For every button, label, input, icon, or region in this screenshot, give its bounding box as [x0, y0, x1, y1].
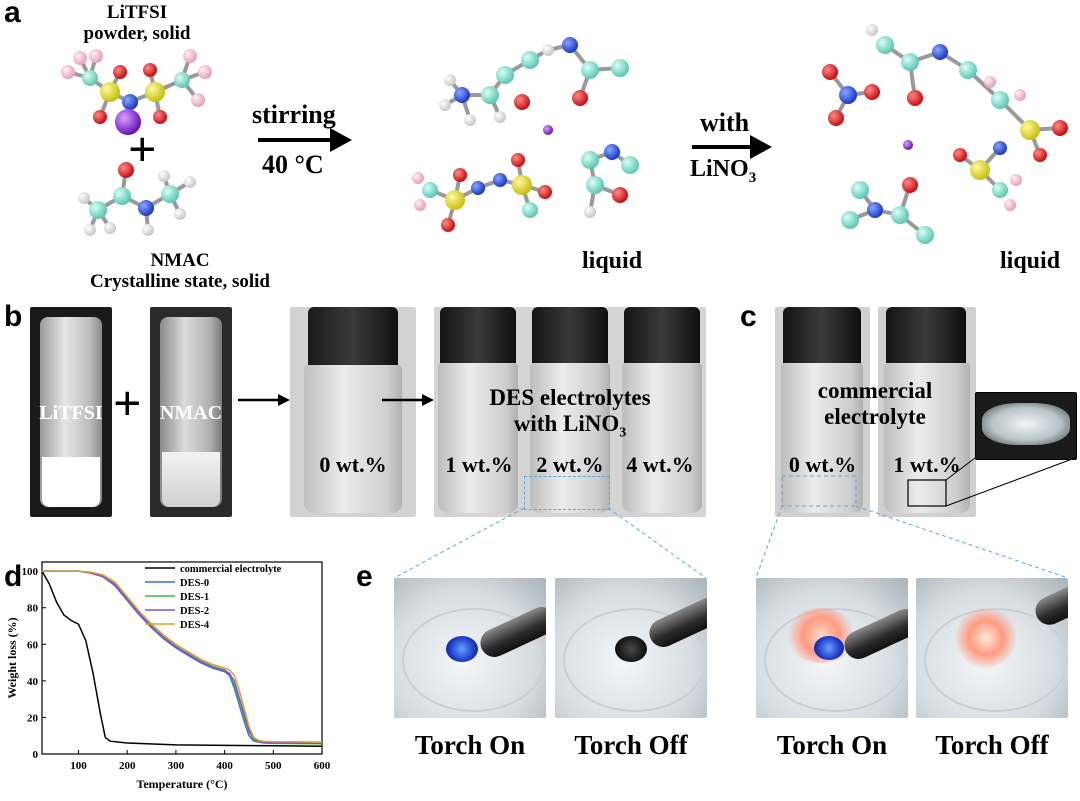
- arrow-to-des0-icon: [238, 394, 290, 406]
- vial-label-2wt: 2 wt.%: [536, 452, 604, 477]
- x-tick-label: 500: [265, 760, 282, 772]
- vial-label-commercial-1wt: 1 wt.%: [893, 452, 961, 477]
- liquid-mixture-atoms: [412, 37, 639, 232]
- legend-label-2: DES-1: [180, 592, 209, 603]
- lino3-arrow-icon: [692, 135, 772, 159]
- zoom-connector-lines: [781, 457, 1076, 507]
- x-axis-label: Temperature (°C): [136, 777, 227, 791]
- series-line-4: [42, 570, 323, 743]
- photo-nmac-vial: [150, 307, 232, 517]
- y-tick-label: 0: [33, 749, 39, 761]
- stirring-arrow-icon: [258, 128, 352, 152]
- des-group-caption-line2: with LiNO3: [434, 411, 706, 447]
- nmac-caption: NMAC Crystalline state, solid: [70, 250, 290, 292]
- x-tick-label: 200: [119, 760, 136, 772]
- vial-label-0wt: 0 wt.%: [319, 452, 387, 477]
- y-tick-label: 60: [27, 639, 39, 651]
- molecule-illustrations: [61, 24, 1068, 244]
- arrow-to-des-group-icon: [382, 394, 434, 406]
- photo-commercial-torch-off: [916, 578, 1068, 718]
- vial-label-commercial-0wt: 0 wt.%: [788, 452, 857, 477]
- vial-label-litfsi: LiTFSI: [39, 402, 103, 424]
- photo-commercial-1wt-vial: [878, 307, 976, 517]
- litfsi-caption-name: LiTFSI: [106, 2, 168, 23]
- panel-label-e: e: [356, 560, 373, 593]
- commercial-electrolyte-caption: commercial electrolyte: [775, 378, 975, 430]
- photo-des0-vial: [290, 307, 416, 517]
- caption-torch-on-2: Torch On: [776, 730, 888, 760]
- arrow1-bottom-label: 40 °C: [262, 150, 324, 179]
- litfsi-caption: LiTFSI powder, solid: [62, 2, 212, 44]
- photo-des-torch-off: [555, 578, 707, 718]
- photo-commercial-0wt-vial: [775, 307, 870, 517]
- arrow1-top-label: stirring: [252, 100, 336, 129]
- series-line-2: [42, 570, 323, 745]
- y-tick-label: 100: [22, 566, 39, 578]
- arrow2-bottom-subscript: 3: [748, 169, 757, 186]
- inset-zoom-precipitate: [975, 392, 1077, 460]
- liquid-lino3-atoms: [822, 24, 1068, 244]
- legend-label-1: DES-0: [180, 578, 209, 589]
- des-group-caption-line2-text: with LiNO: [513, 411, 620, 436]
- caption-torch-off-2: Torch Off: [935, 730, 1049, 760]
- legend-label-4: DES-4: [180, 620, 210, 631]
- arrow2-bottom-text: LiNO: [690, 156, 749, 182]
- x-tick-label: 400: [216, 760, 233, 772]
- y-axis-label: Weight loss (%): [5, 617, 19, 698]
- series-line-3: [42, 570, 323, 745]
- zoom-box-2wt: [524, 476, 610, 510]
- nmac-atoms-left: [78, 162, 196, 236]
- vial-label-1wt: 1 wt.%: [445, 452, 513, 477]
- des-group-caption-subscript: 3: [619, 425, 627, 441]
- caption-torch-on-1: Torch On: [414, 730, 526, 760]
- nmac-caption-state: Crystalline state, solid: [90, 271, 270, 292]
- plus-sign-b: +: [113, 375, 142, 431]
- nmac-caption-name: NMAC: [150, 250, 210, 271]
- arrow2-top-label: with: [700, 108, 750, 137]
- vial-label-nmac: NMAC: [159, 402, 223, 424]
- caption-torch-off-1: Torch Off: [574, 730, 688, 760]
- tfsi-atoms-left: [61, 49, 212, 135]
- photo-commercial-torch-on: [756, 578, 908, 718]
- panel-label-b: b: [4, 300, 23, 333]
- vial-label-4wt: 4 wt.%: [626, 452, 694, 477]
- commercial-caption-line1: commercial: [817, 378, 933, 403]
- commercial-caption-line2: electrolyte: [824, 404, 926, 429]
- panel-label-d: d: [4, 560, 23, 593]
- tga-chart: 100 200 300 400 500 600 0 20 40 60 80 100Temperatur…: [5, 561, 331, 791]
- photo-des-lino3-vials: [434, 307, 706, 517]
- legend-label-0: commercial electrolyte: [180, 564, 282, 575]
- panel-label-a: a: [4, 0, 21, 29]
- legend-label-3: DES-2: [180, 606, 209, 617]
- litfsi-caption-state: powder, solid: [83, 23, 191, 44]
- y-tick-label: 20: [27, 712, 39, 724]
- photo-litfsi-vial: [30, 307, 112, 517]
- x-tick-label: 100: [70, 760, 87, 772]
- y-tick-label: 80: [27, 603, 39, 615]
- des-group-caption-line1: DES electrolytes: [489, 385, 651, 410]
- plot-frame: [41, 561, 323, 755]
- y-tick-label: 40: [27, 676, 39, 688]
- x-tick-label: 600: [314, 760, 331, 772]
- x-tick-label: 300: [168, 760, 185, 772]
- liquid-label-2: liquid: [1000, 248, 1061, 274]
- panel-label-c: c: [740, 300, 757, 333]
- series-line-0: [41, 570, 323, 748]
- liquid-label-1: liquid: [582, 248, 643, 274]
- photo-des-torch-on: [394, 578, 546, 718]
- arrow2-bottom-label: LiNO3: [690, 156, 756, 187]
- des-group-caption: DES electrolytes with LiNO3: [434, 385, 706, 447]
